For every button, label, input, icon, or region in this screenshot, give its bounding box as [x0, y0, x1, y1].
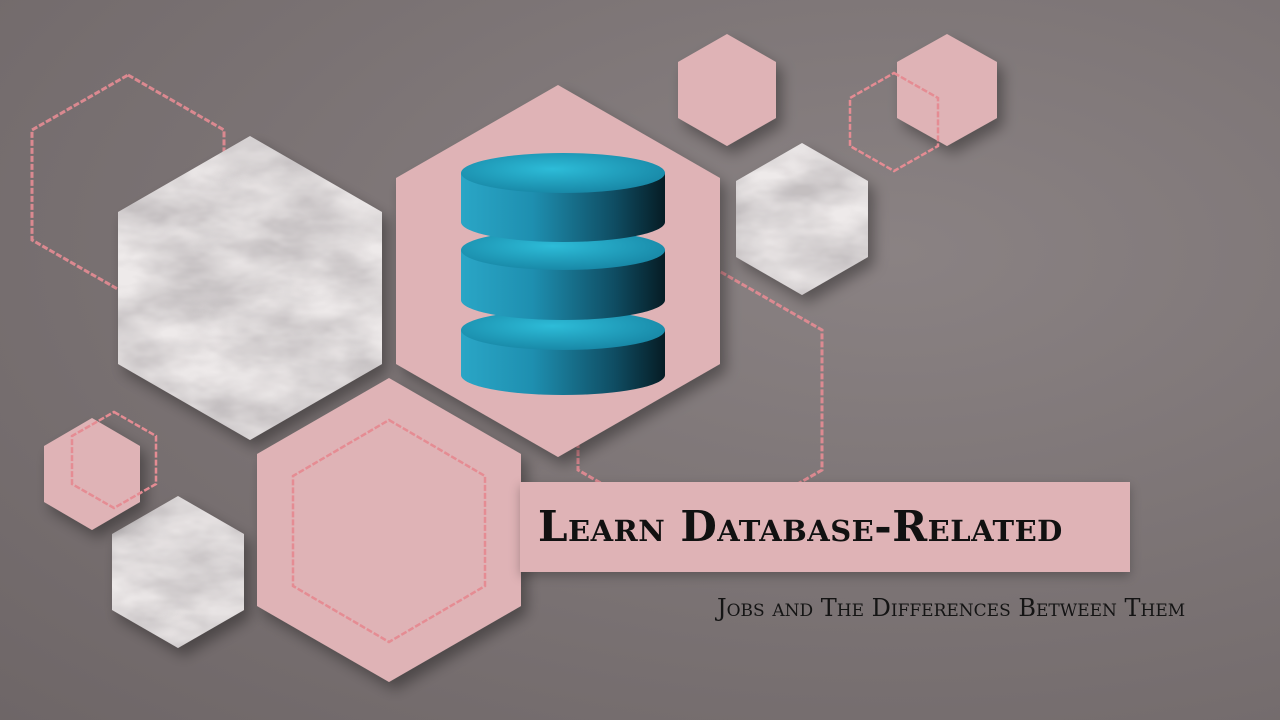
title-banner: Learn Database-Related — [520, 482, 1130, 572]
hexagon-outline-left-small — [70, 410, 158, 510]
marble-hexagon-large — [118, 136, 382, 440]
pink-hexagon-left-small — [44, 418, 140, 530]
pink-hexagon-bottom — [257, 378, 521, 682]
hexagon-outline-top-right — [848, 71, 940, 173]
page-subtitle: Jobs and The Differences Between Them — [717, 594, 1186, 622]
marble-hexagon-small-bottom — [112, 496, 244, 648]
pink-hexagon-top-right — [897, 34, 997, 146]
pink-hexagon-top-small — [678, 34, 776, 146]
page-title: Learn Database-Related — [538, 502, 1063, 551]
database-icon — [461, 153, 665, 395]
marble-hexagon-small-top — [736, 143, 868, 295]
hexagon-outline-inner — [291, 418, 487, 644]
